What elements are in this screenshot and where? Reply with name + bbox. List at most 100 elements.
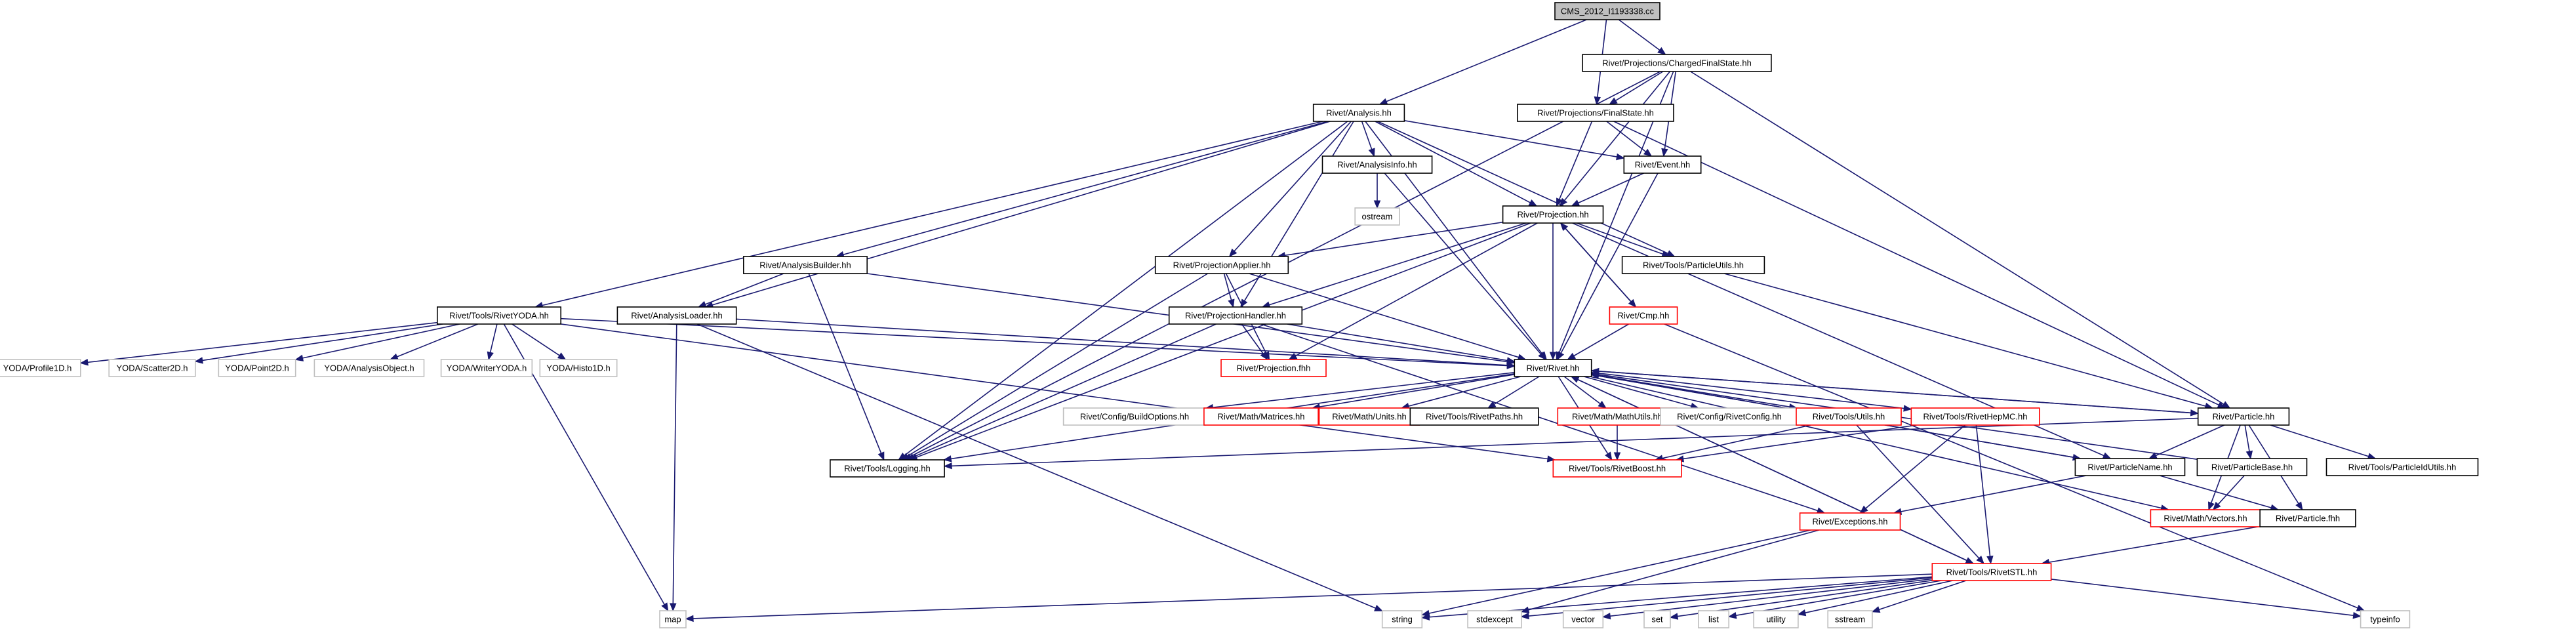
node-yh1: YODA/Histo1D.h xyxy=(539,359,618,377)
edge-pbase-to-vectors xyxy=(2217,475,2245,505)
node-label: Rivet/ParticleName.hh xyxy=(2087,462,2172,472)
edge-projection-to-phandler xyxy=(1269,222,1527,306)
node-pname[interactable]: Rivet/ParticleName.hh xyxy=(2074,458,2186,476)
node-tutils[interactable]: Rivet/Tools/Utils.hh xyxy=(1796,407,1902,426)
node-ainfo[interactable]: Rivet/AnalysisInfo.hh xyxy=(1321,155,1433,174)
edge-arrowhead xyxy=(2102,452,2112,459)
node-pfwd[interactable]: Rivet/Particle.fhh xyxy=(2259,509,2356,527)
edge-arrowhead xyxy=(1368,148,1375,157)
edge-rivet-to-mathutils xyxy=(1563,376,1601,405)
node-box xyxy=(1062,407,1207,426)
edge-aloader-to-map xyxy=(672,323,677,604)
edge-arrowhead xyxy=(1616,153,1625,161)
node-fs[interactable]: Rivet/Projections/FinalState.hh xyxy=(1517,104,1674,122)
node-event[interactable]: Rivet/Event.hh xyxy=(1623,155,1702,174)
node-ryoda[interactable]: Rivet/Tools/RivetYODA.hh xyxy=(436,306,561,325)
edge-root-to-analysis xyxy=(1386,19,1587,102)
node-exceptions[interactable]: Rivet/Exceptions.hh xyxy=(1799,512,1901,531)
node-label: Rivet/Rivet.hh xyxy=(1527,363,1580,373)
node-box xyxy=(2196,458,2308,476)
node-cmp[interactable]: Rivet/Cmp.hh xyxy=(1609,306,1678,325)
node-particle[interactable]: Rivet/Particle.hh xyxy=(2197,407,2290,426)
edge-arrowhead xyxy=(1598,400,1607,409)
edge-analysis-to-ryoda xyxy=(542,121,1323,306)
node-phandler[interactable]: Rivet/ProjectionHandler.hh xyxy=(1168,306,1303,325)
edge-cfs-to-fs xyxy=(1615,71,1664,101)
edge-arrowhead xyxy=(1571,199,1580,207)
node-box xyxy=(2197,407,2290,426)
edge-cmp-to-rivet xyxy=(1573,323,1630,357)
edge-arrowhead xyxy=(942,455,952,462)
node-rhepmc[interactable]: Rivet/Tools/RivetHepMC.hh xyxy=(1910,407,2040,426)
edge-arrowhead xyxy=(1567,352,1577,360)
node-logging[interactable]: Rivet/Tools/Logging.hh xyxy=(830,459,945,478)
edge-arrowhead xyxy=(79,359,89,366)
edge-rivet-to-matrices xyxy=(1319,374,1515,407)
edge-analysis-to-projection xyxy=(1375,121,1531,203)
edge-rivet-to-rpaths xyxy=(1493,376,1540,405)
edge-ryoda-to-yao xyxy=(397,323,479,358)
node-pfhh[interactable]: Rivet/Projection.fhh xyxy=(1220,359,1327,377)
edge-tutils-to-rboost xyxy=(1662,424,1811,459)
node-box xyxy=(1799,512,1901,531)
node-vectors[interactable]: Rivet/Math/Vectors.hh xyxy=(2150,509,2261,527)
edge-particle-to-pbase xyxy=(2244,424,2250,452)
edge-arrowhead xyxy=(2356,604,2365,611)
node-box xyxy=(1154,256,1289,274)
edge-fs-to-particle xyxy=(1613,121,2219,406)
node-pidutils[interactable]: Rivet/Tools/ParticleIdUtils.hh xyxy=(2325,458,2479,476)
node-label: Rivet/Exceptions.hh xyxy=(1813,517,1888,527)
node-root[interactable]: CMS_2012_I1193338.cc xyxy=(1554,2,1660,20)
node-label: Rivet/Analysis.hh xyxy=(1326,108,1392,118)
edge-rivet-to-vectors xyxy=(1590,376,2162,509)
edge-arrowhead xyxy=(661,602,669,612)
edge-arrowhead xyxy=(1986,556,1994,565)
node-aloader[interactable]: Rivet/AnalysisLoader.hh xyxy=(616,306,737,325)
node-analysis[interactable]: Rivet/Analysis.hh xyxy=(1312,104,1405,122)
node-units[interactable]: Rivet/Math/Units.hh xyxy=(1318,407,1420,426)
edge-arrowhead xyxy=(943,462,952,470)
edge-cfs-to-projection xyxy=(1563,71,1671,201)
node-rstl[interactable]: Rivet/Tools/RivetSTL.hh xyxy=(1931,563,2052,581)
node-rivet[interactable]: Rivet/Rivet.hh xyxy=(1514,359,1592,377)
edge-phandler-to-logging xyxy=(913,323,1217,458)
node-cfs[interactable]: Rivet/Projections/ChargedFinalState.hh xyxy=(1582,54,1772,72)
edge-fs-to-projection xyxy=(1558,121,1593,200)
node-box xyxy=(313,359,425,377)
node-label: Rivet/Tools/Logging.hh xyxy=(844,464,931,474)
node-string: string xyxy=(1381,610,1423,628)
node-label: stdexcept xyxy=(1476,615,1513,625)
node-label: Rivet/Projection.fhh xyxy=(1237,363,1311,373)
edge-arrowhead xyxy=(1601,613,1611,620)
node-box xyxy=(436,306,561,325)
node-label: YODA/Scatter2D.h xyxy=(116,363,188,373)
node-papplier[interactable]: Rivet/ProjectionApplier.hh xyxy=(1154,256,1289,274)
node-projection[interactable]: Rivet/Projection.hh xyxy=(1502,205,1604,224)
node-mathutils[interactable]: Rivet/Math/MathUtils.hh xyxy=(1557,407,1678,426)
node-putils[interactable]: Rivet/Tools/ParticleUtils.hh xyxy=(1621,256,1765,274)
node-ys2: YODA/Scatter2D.h xyxy=(108,359,196,377)
edge-arrowhead xyxy=(1520,612,1529,620)
node-box xyxy=(2259,509,2356,527)
edge-arrowhead xyxy=(1609,97,1618,105)
node-box xyxy=(2074,458,2186,476)
node-pbase[interactable]: Rivet/ParticleBase.hh xyxy=(2196,458,2308,476)
node-rpaths[interactable]: Rivet/Tools/RivetPaths.hh xyxy=(1409,407,1539,426)
node-label: Rivet/Tools/ParticleUtils.hh xyxy=(1643,260,1744,270)
edge-arrowhead xyxy=(1903,405,1912,412)
node-matrices[interactable]: Rivet/Math/Matrices.hh xyxy=(1203,407,1319,426)
edge-cmp-to-projection xyxy=(1565,228,1636,308)
edge-rivet-to-units xyxy=(1408,376,1521,407)
node-abuilder[interactable]: Rivet/AnalysisBuilder.hh xyxy=(743,256,868,274)
edge-arrowhead xyxy=(1546,455,1556,462)
edge-analysis-to-ainfo xyxy=(1361,121,1373,150)
edge-arrowhead xyxy=(697,300,707,308)
edge-arrowhead xyxy=(877,451,885,461)
node-label: Rivet/ParticleBase.hh xyxy=(2211,462,2293,472)
node-box xyxy=(1312,104,1405,122)
edge-root-to-cfs xyxy=(1618,19,1660,51)
edge-arrowhead xyxy=(294,354,304,361)
edge-arrowhead xyxy=(2207,501,2215,511)
edge-ryoda-to-ys2 xyxy=(202,323,443,361)
node-rboost[interactable]: Rivet/Tools/RivetBoost.hh xyxy=(1552,459,1682,478)
